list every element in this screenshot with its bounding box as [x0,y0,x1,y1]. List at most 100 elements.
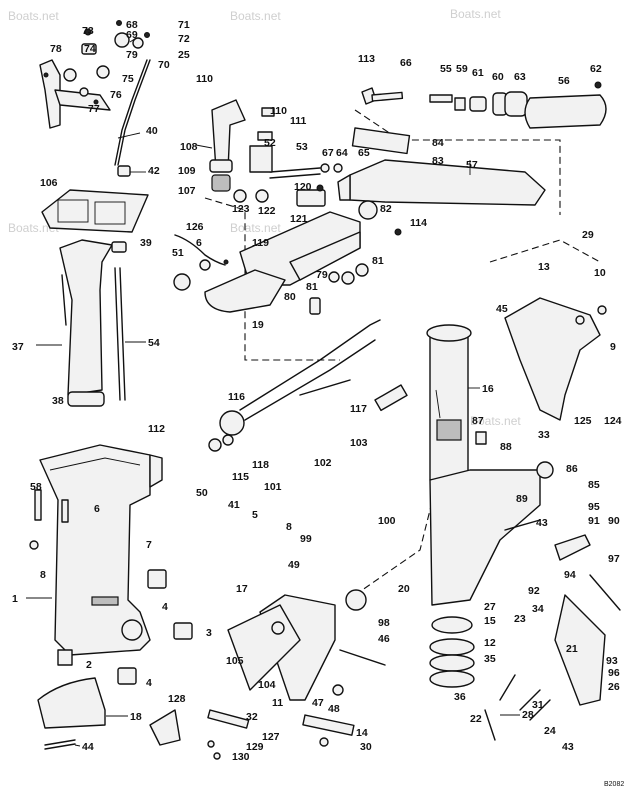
callout-label: 10 [594,267,606,279]
callout-label: 91 [588,515,600,527]
callout-label: 72 [178,33,190,45]
drive-shaft-housing [29,444,163,656]
callout-label: 48 [328,703,340,715]
callout-label: 40 [146,125,158,137]
callout-label: 129 [246,741,264,753]
callout-label: 112 [148,423,165,435]
callout-label: 12 [484,637,496,649]
callout-label: 130 [232,751,250,763]
callout-label: 14 [356,727,368,739]
callout-label: 79 [316,269,328,281]
callout-label: 53 [296,141,308,153]
callout-label: 86 [566,463,578,475]
callout-label: 82 [380,203,392,215]
callout-label: 94 [564,569,576,581]
callout-label: 125 [574,415,592,427]
callout-label: 5 [252,509,258,521]
callout-label: 57 [466,159,478,171]
callout-label: 77 [88,103,100,115]
callout-label: 37 [12,341,24,353]
callout-label: 111 [290,115,307,127]
callout-label: 39 [140,237,152,249]
callout-label: 6 [196,237,202,249]
callout-label: 21 [566,643,578,655]
callout-label: 109 [178,165,196,177]
assembly-outline [489,239,601,263]
callout-label: 96 [608,667,620,679]
callout-label: 75 [122,73,134,85]
callout-label: 81 [306,281,318,293]
tiller-bracket [39,59,111,129]
callout-label: 65 [358,147,370,159]
callout-label: 107 [178,185,196,197]
callout-label: 55 [440,63,452,75]
callout-label: 20 [398,583,410,595]
callout-label: 22 [470,713,482,725]
callout-label: 23 [514,613,526,625]
callout-label: 24 [544,725,556,737]
trim-parts [484,534,621,741]
adapter-gasket [41,189,149,233]
leader-lines [26,37,520,747]
tiller-arm [361,81,607,129]
callout-label: 95 [588,501,600,513]
callout-label: 84 [432,137,444,149]
callout-label: 29 [582,229,594,241]
callout-label: 104 [258,679,276,691]
callout-label: 89 [516,493,528,505]
callout-label: 106 [40,177,58,189]
callout-label: 43 [536,517,548,529]
callout-label: 43 [562,741,574,753]
watermark: Boats.net [8,9,59,23]
steering-bracket-shaft [269,167,321,179]
callout-label: 70 [158,59,170,71]
callout-label: 78 [50,43,62,55]
lower-bearing-parts [429,616,475,688]
callout-label: 74 [84,43,96,55]
callout-label: 41 [228,499,240,511]
friction-parts [233,184,402,236]
callout-label: 123 [232,203,250,215]
callout-label: 45 [496,303,508,315]
callout-label: 76 [110,89,122,101]
control-bracket [204,211,369,315]
callout-label: 47 [312,697,324,709]
callout-label: 117 [350,403,367,415]
callout-label: 33 [538,429,550,441]
callout-label: 113 [358,53,375,65]
callout-label: 92 [528,585,540,597]
callout-label: 27 [484,601,496,613]
callout-label: 73 [82,25,94,37]
callout-label: 34 [532,603,544,615]
watermark: Boats.net [8,221,59,235]
callout-label: 79 [126,49,138,61]
callout-label: 38 [52,395,64,407]
callout-label: 35 [484,653,496,665]
callout-label: 116 [228,391,245,403]
callout-label: 101 [264,481,282,493]
swivel-bracket-tube [426,324,487,481]
assembly-outline [354,109,561,215]
exhaust-housing [59,239,127,407]
callout-label: 127 [262,731,280,743]
callout-label: 3 [206,627,212,639]
callout-label: 7 [146,539,152,551]
tiller-housing [320,127,546,220]
watermark: Boats.net [230,9,281,23]
callout-label: 6 [94,503,100,515]
callout-label: 62 [590,63,602,75]
callout-label: 15 [484,615,496,627]
callout-label: 64 [336,147,348,159]
assembly-outline [354,469,441,596]
callout-label: 60 [492,71,504,83]
shift-rod [114,59,151,177]
callout-label: 25 [178,49,190,61]
callout-label: 54 [148,337,160,349]
callout-label: 59 [456,63,468,75]
callout-label: 97 [608,553,620,565]
callout-label: 71 [178,19,190,31]
callout-label: 87 [472,415,484,427]
callout-label: 2 [86,659,92,671]
shift-linkage-small [63,20,150,97]
